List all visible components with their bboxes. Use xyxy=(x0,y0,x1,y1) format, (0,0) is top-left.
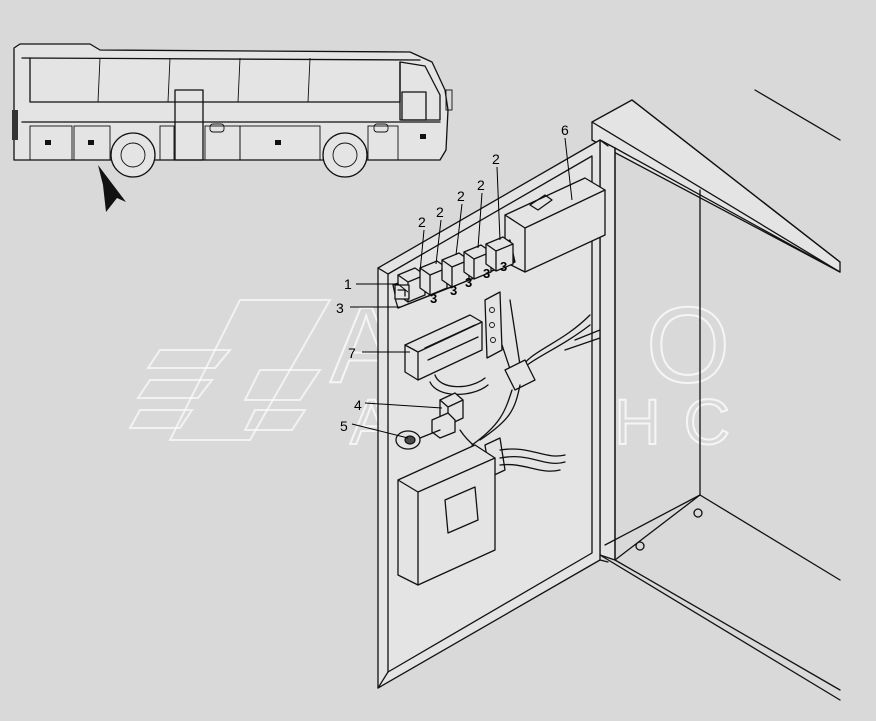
relay-mark-3: 3 xyxy=(465,275,472,290)
mounting-bracket xyxy=(484,291,503,359)
callout-1: 1 xyxy=(344,276,352,292)
relay-mark-2: 3 xyxy=(450,283,457,298)
component-5 xyxy=(395,429,441,450)
bus-door xyxy=(174,89,204,161)
cabinet-inner-back xyxy=(614,147,841,273)
bus-wheel-front xyxy=(322,132,368,178)
callout-7: 7 xyxy=(348,345,356,361)
relay-2b xyxy=(419,260,448,296)
relay-4 xyxy=(431,392,464,439)
callout-2a: 2 xyxy=(418,214,426,230)
relay-block xyxy=(392,236,516,309)
relay-2c xyxy=(441,252,470,288)
bus-roof-line xyxy=(21,57,421,61)
callout-4: 4 xyxy=(354,397,362,413)
callout-2c: 2 xyxy=(457,188,465,204)
bus-windshield xyxy=(399,61,441,121)
relay-mark-4: 3 xyxy=(483,266,490,281)
bus-illustration xyxy=(12,43,453,178)
location-arrow xyxy=(98,165,126,212)
wiring-harness xyxy=(429,299,601,446)
relay-mark-1: 3 xyxy=(430,291,437,306)
relay-mark-5: 3 xyxy=(500,259,507,274)
terminal-block-7 xyxy=(404,314,483,381)
electrical-cabinet xyxy=(591,89,841,701)
callout-6: 6 xyxy=(561,122,569,138)
relay-2e xyxy=(485,236,514,272)
bus-wheel-rear xyxy=(110,132,156,178)
callout-3: 3 xyxy=(336,300,344,316)
callout-5: 5 xyxy=(340,418,348,434)
callout-2d: 2 xyxy=(477,177,485,193)
callout-2e: 2 xyxy=(492,151,500,167)
electronic-module xyxy=(397,444,496,586)
callout-labels xyxy=(350,137,573,439)
callout-2b: 2 xyxy=(436,204,444,220)
cabinet-top xyxy=(591,99,841,273)
watermark-logo xyxy=(128,299,332,441)
relay-2d xyxy=(463,244,492,280)
